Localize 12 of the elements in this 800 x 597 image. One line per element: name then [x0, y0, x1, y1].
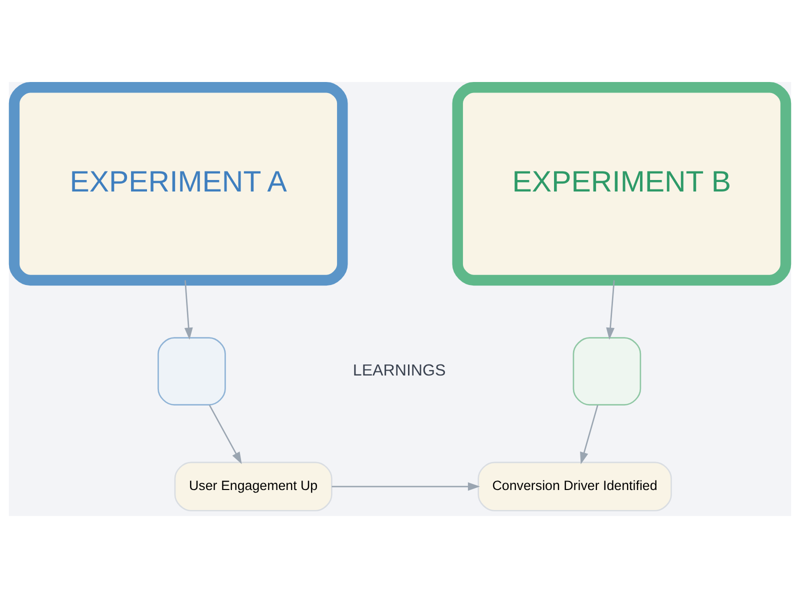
arrow — [606, 280, 615, 340]
node-box: Conversion Driver Identified — [478, 461, 672, 511]
arrow — [184, 280, 193, 340]
node-box: EXPERIMENT A — [8, 82, 348, 286]
node-box — [158, 336, 226, 405]
node-box: User Engagement Up — [174, 461, 332, 511]
node-box: EXPERIMENT B — [452, 82, 792, 286]
label: LEARNINGS — [352, 360, 446, 379]
node-box — [572, 336, 642, 405]
arrow — [332, 482, 480, 490]
arrow — [580, 404, 598, 464]
arrow — [208, 404, 242, 464]
